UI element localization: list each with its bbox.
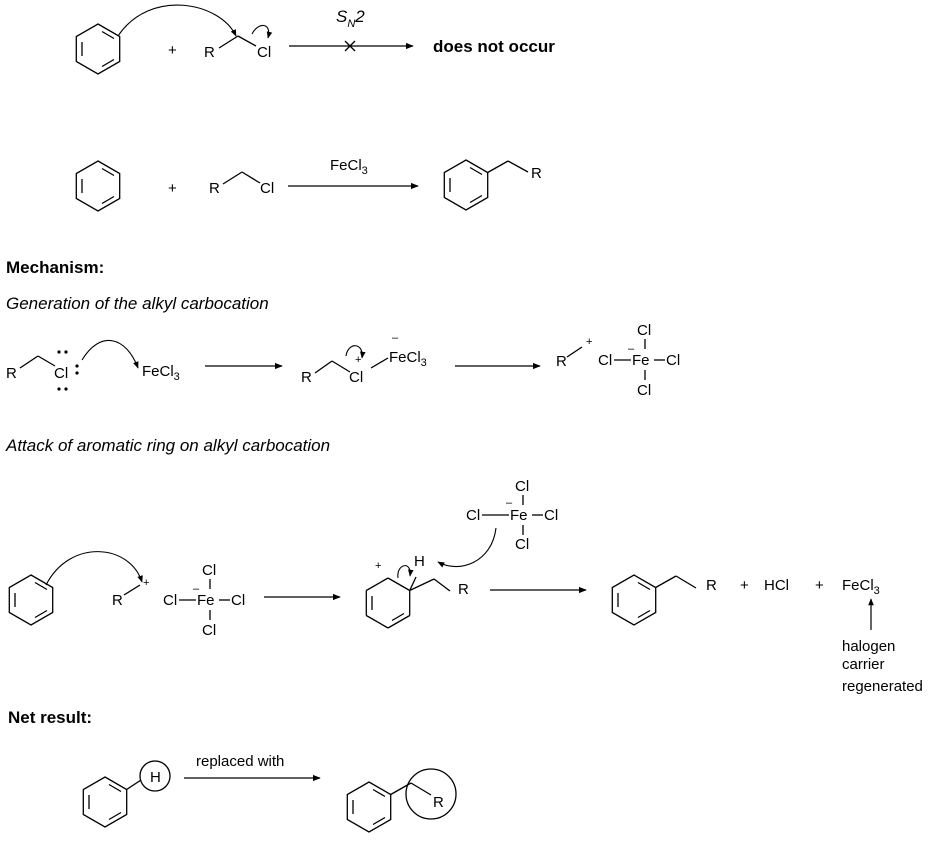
hcl-label: HCl: [764, 577, 789, 594]
negative-charge: –: [506, 497, 513, 509]
iron-label: Fe: [632, 352, 650, 369]
positive-charge: +: [375, 560, 381, 572]
curved-arrow: [251, 24, 273, 39]
benzene-ring: [75, 23, 121, 75]
r-group-label: R: [556, 353, 567, 370]
bond: [370, 357, 389, 369]
chlorine-label: Cl: [231, 592, 245, 609]
positive-charge: +: [586, 336, 592, 348]
cross-mark: [344, 40, 356, 52]
net-result: H replaced with R: [82, 753, 457, 833]
chlorine-label: Cl: [544, 507, 558, 524]
positive-charge: +: [355, 354, 361, 366]
chlorine-label: Cl: [202, 562, 216, 579]
lone-pair-dots: [57, 350, 79, 391]
chlorine-label: Cl: [515, 536, 529, 553]
highlight-circle: [405, 768, 457, 820]
chlorine-label: Cl: [637, 322, 651, 339]
negative-charge: –: [628, 343, 635, 355]
negative-charge: –: [392, 332, 399, 344]
plus-sign: +: [740, 577, 749, 594]
r-group-label: R: [433, 794, 444, 811]
negative-charge: –: [193, 583, 200, 595]
chlorine-label: Cl: [666, 352, 680, 369]
curved-arrow: [437, 527, 497, 568]
step2-heading: Attack of aromatic ring on alkyl carboca…: [5, 436, 330, 455]
bond: [314, 360, 333, 374]
mechanism-heading: Mechanism:: [6, 258, 104, 277]
alkylbenzene-product: [611, 574, 697, 626]
curved-arrow: [45, 551, 143, 586]
r-group-label: R: [301, 369, 312, 386]
r-group-label: R: [6, 365, 17, 382]
carrier-note-line: halogen: [842, 638, 895, 655]
r-group-label: R: [531, 165, 542, 182]
iron-label: Fe: [510, 507, 528, 524]
plus-sign: +: [168, 180, 177, 197]
r-group-label: R: [458, 581, 469, 598]
curved-arrow: [117, 4, 237, 37]
carrier-note-line: regenerated: [842, 678, 923, 695]
r-group-label: R: [204, 44, 215, 61]
step-carbocation-generation: R Cl FeCl3 R Cl + – FeCl3 R + Cl – Cl: [6, 322, 680, 399]
benzene-ring: [75, 160, 121, 212]
iron-label: Fe: [197, 592, 215, 609]
hydrogen-label: H: [150, 769, 161, 786]
bond: [566, 346, 583, 358]
bond: [123, 584, 141, 596]
fecl3-label: FeCl3: [842, 577, 880, 597]
r-group-label: R: [112, 592, 123, 609]
bond: [218, 35, 239, 49]
bond: [237, 35, 257, 47]
bond: [37, 355, 56, 367]
sn2-label: SN2: [336, 7, 365, 30]
benzene-ring: [8, 574, 54, 626]
alkylbenzene-product: [443, 159, 529, 211]
chlorine-label: Cl: [260, 180, 274, 197]
chlorine-label: Cl: [349, 369, 363, 386]
catalyst-label: FeCl3: [330, 157, 368, 177]
chlorine-label: Cl: [257, 44, 271, 61]
carrier-note-line: carrier: [842, 656, 885, 673]
result-text: does not occur: [433, 37, 555, 56]
curved-arrow: [397, 565, 414, 579]
curved-arrow: [345, 345, 366, 359]
fecl3-label: FeCl3: [389, 349, 427, 369]
reaction-sn2: + R Cl SN2 does not occur: [75, 4, 555, 75]
bond: [241, 171, 261, 184]
alkylbenzene-product: [346, 781, 432, 833]
step-aromatic-attack: R + Cl – Cl Fe Cl Cl: [8, 478, 923, 695]
chlorine-label: Cl: [598, 352, 612, 369]
r-group-label: R: [209, 180, 220, 197]
sigma-complex: [365, 576, 451, 629]
bond: [331, 360, 351, 373]
highlight-circle: [139, 760, 171, 792]
plus-sign: +: [815, 577, 824, 594]
plus-sign: +: [168, 42, 177, 59]
bond: [222, 171, 243, 185]
chlorine-label: Cl: [637, 382, 651, 399]
chlorine-label: Cl: [54, 365, 68, 382]
chlorine-label: Cl: [515, 478, 529, 495]
benzene-ring: [82, 776, 142, 828]
chlorine-label: Cl: [202, 622, 216, 639]
curved-arrow: [81, 340, 139, 369]
tetrachloroferrate-anion: Cl – Cl Fe Cl Cl: [466, 478, 558, 553]
tetrachloroferrate-anion: Cl – Cl Fe Cl Cl: [598, 322, 680, 399]
hydrogen-label: H: [414, 553, 425, 570]
chlorine-label: Cl: [466, 507, 480, 524]
tetrachloroferrate-anion: Cl – Cl Fe Cl Cl: [163, 562, 245, 639]
chlorine-label: Cl: [163, 592, 177, 609]
net-result-heading: Net result:: [8, 708, 92, 727]
reaction-friedel-crafts: + R Cl FeCl3 R: [75, 157, 542, 212]
fecl3-label: FeCl3: [142, 363, 180, 383]
replaced-with-label: replaced with: [196, 753, 284, 770]
step1-heading: Generation of the alkyl carbocation: [6, 294, 269, 313]
bond: [19, 355, 39, 369]
r-group-label: R: [706, 577, 717, 594]
positive-charge: +: [143, 577, 149, 589]
